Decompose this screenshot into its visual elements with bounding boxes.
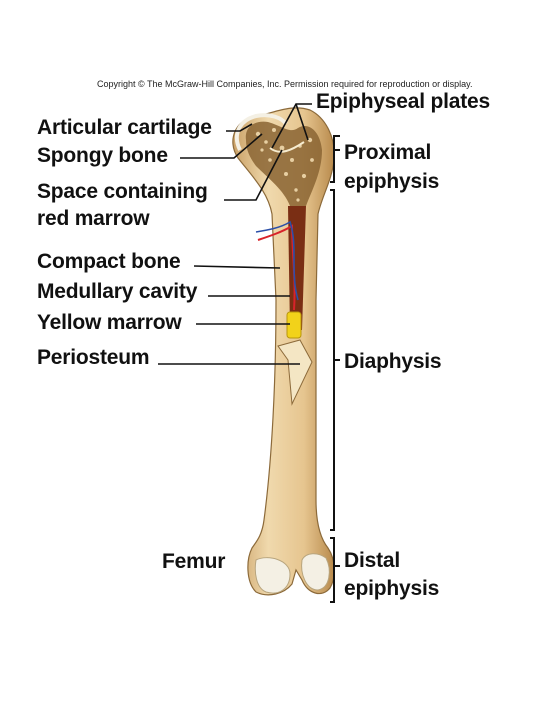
label-proximal-2: epiphysis — [344, 170, 440, 193]
leader-epiphyseal-b — [295, 103, 309, 141]
label-proximal-1: Proximal — [344, 141, 432, 164]
copyright-notice: Copyright © The McGraw-Hill Companies, I… — [97, 79, 473, 89]
label-diaphysis: Diaphysis — [344, 350, 442, 373]
epiphyseal-plate-line — [269, 141, 305, 153]
bracket-proximal — [330, 135, 340, 183]
periosteum-flap — [277, 339, 313, 406]
label-yellow-marrow: Yellow marrow — [37, 311, 182, 334]
bracket-distal — [330, 537, 335, 603]
vein — [255, 220, 299, 301]
label-distal-2: epiphysis — [344, 577, 440, 600]
leader-compact — [193, 265, 281, 269]
distal-cartilage-left — [254, 557, 291, 594]
label-space-red-marrow-2: red marrow — [37, 207, 150, 230]
leader-lines — [158, 103, 312, 365]
bracket-diaphysis — [330, 189, 335, 531]
region-brackets — [330, 135, 340, 603]
label-spongy-bone: Spongy bone — [37, 144, 168, 167]
yellow-marrow-region — [286, 311, 302, 339]
label-compact-bone: Compact bone — [37, 250, 181, 273]
label-articular-cartilage: Articular cartilage — [37, 116, 212, 139]
label-distal-1: Distal — [344, 549, 400, 572]
leader-articular — [226, 123, 253, 132]
leader-red-marrow — [224, 149, 283, 201]
label-medullary-cavity: Medullary cavity — [37, 280, 198, 303]
label-femur: Femur — [162, 550, 226, 573]
label-space-red-marrow-1: Space containing — [37, 180, 208, 203]
leader-spongy — [180, 133, 263, 159]
distal-cartilage-right — [301, 553, 330, 591]
label-epiphyseal-plates: Epiphyseal plates — [316, 90, 491, 113]
label-periosteum: Periosteum — [37, 346, 150, 369]
articular-cartilage-layer — [234, 113, 288, 151]
